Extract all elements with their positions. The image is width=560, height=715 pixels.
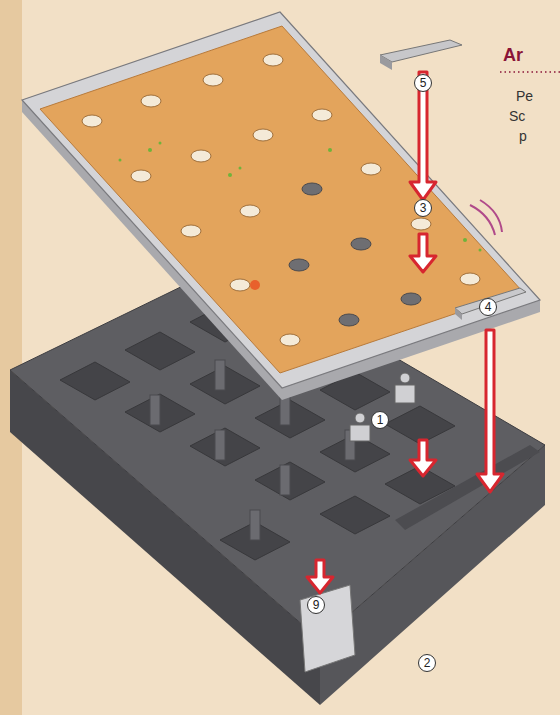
- callout-number: 4: [479, 298, 497, 316]
- parts: [300, 40, 526, 672]
- callout-number: 2: [418, 654, 436, 672]
- callout-number: 5: [414, 74, 432, 92]
- heading: Ar: [503, 45, 523, 66]
- callout-number: 1: [371, 411, 389, 429]
- body-text: Pe: [516, 88, 533, 104]
- body-text: Sc: [509, 108, 525, 124]
- direction-arrows: [307, 72, 503, 593]
- game-board: [22, 12, 540, 400]
- callout-number: 9: [307, 596, 325, 614]
- body-text: p: [519, 128, 527, 144]
- callout-number: 3: [414, 199, 432, 217]
